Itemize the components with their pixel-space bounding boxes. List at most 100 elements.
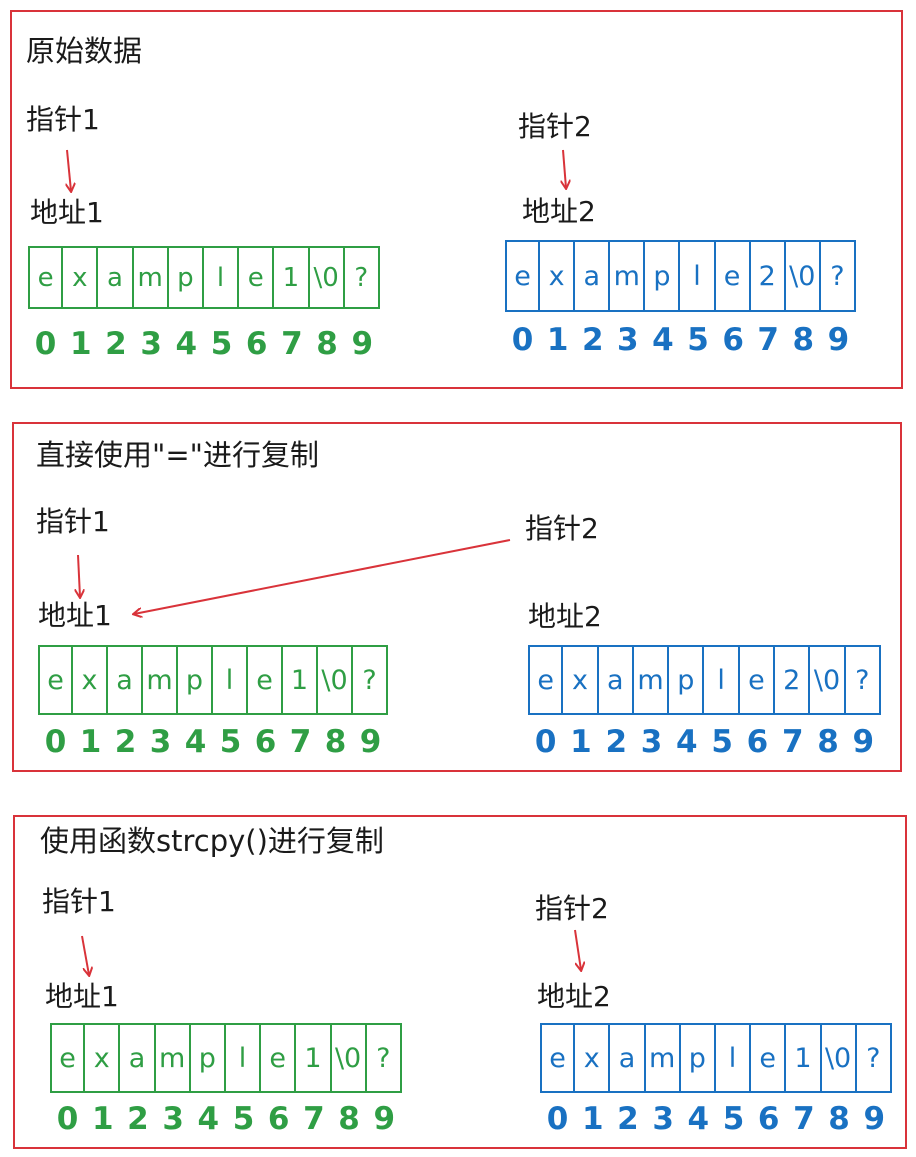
array-cell: \0	[810, 645, 846, 715]
panel-strcpy-copy	[13, 815, 907, 1149]
array-cell: e	[528, 645, 564, 715]
array-index: 2	[114, 724, 137, 760]
array-cell: l	[225, 1023, 262, 1093]
array-cell: m	[155, 1023, 191, 1093]
array-index: 4	[652, 322, 674, 358]
array-index: 6	[722, 322, 744, 358]
panel-3-pointer-1-label: 指针1	[42, 885, 116, 918]
array-index: 9	[351, 326, 374, 362]
array-index: 9	[852, 724, 875, 760]
array-index: 5	[232, 1101, 255, 1137]
array-index: 8	[324, 724, 347, 760]
array-index: 1	[581, 1101, 604, 1137]
array-cell: e	[239, 246, 275, 309]
array-index: 8	[817, 724, 839, 760]
array-cell: e	[505, 240, 541, 312]
array-cell: \0	[318, 645, 353, 715]
array-cell: ?	[344, 246, 380, 309]
array-index: 2	[127, 1101, 149, 1137]
array-index: 6	[245, 326, 268, 362]
array-index: 0	[511, 322, 534, 358]
array-cell: x	[575, 1023, 611, 1093]
panel-1-pointer-2-label: 指针2	[518, 110, 592, 143]
array-index: 0	[534, 724, 557, 760]
array-cell: x	[563, 645, 599, 715]
array-index: 5	[210, 326, 233, 362]
array-index: 3	[162, 1101, 184, 1137]
array-index: 1	[69, 326, 92, 362]
panel-3-title: 使用函数strcpy()进行复制	[40, 824, 384, 858]
array-index: 8	[828, 1101, 850, 1137]
array-cell: x	[63, 246, 99, 309]
array-cell: 1	[283, 645, 318, 715]
array-cell: 1	[274, 246, 310, 309]
array-index: 8	[338, 1101, 360, 1137]
array-cell: x	[73, 645, 108, 715]
array-cell: l	[203, 246, 240, 309]
panel-3-pointer-2-label: 指针2	[535, 892, 609, 925]
panel-1-address-2-label: 地址2	[522, 195, 596, 228]
array-index: 6	[746, 724, 769, 760]
array-cell: e	[50, 1023, 86, 1093]
array-cell: m	[645, 1023, 681, 1093]
array-cell: e	[715, 240, 751, 312]
array-cell: l	[213, 645, 248, 715]
panel-original	[10, 10, 903, 389]
array-index: 9	[863, 1101, 886, 1137]
array-index: 7	[757, 322, 779, 358]
panel-1-pointer-1-label: 指针1	[26, 103, 100, 136]
array-index: 0	[34, 326, 57, 362]
panel-1-title: 原始数据	[26, 34, 143, 68]
array-index: 5	[687, 322, 709, 358]
array-index: 5	[722, 1101, 745, 1137]
array-cell: ?	[856, 1023, 892, 1093]
array-index: 4	[175, 326, 198, 362]
array-cell: x	[540, 240, 576, 312]
array-index: 7	[793, 1101, 815, 1137]
array-cell: m	[610, 240, 646, 312]
array-cell: e	[261, 1023, 297, 1093]
array-cell: p	[190, 1023, 226, 1093]
panel-2-address-1-label: 地址1	[38, 599, 112, 632]
array-cell: p	[168, 246, 204, 309]
array-cell: a	[610, 1023, 646, 1093]
array-index: 7	[781, 724, 804, 760]
array-cell: ?	[845, 645, 881, 715]
array-index: 4	[676, 724, 698, 760]
array-index: 1	[91, 1101, 114, 1137]
array-cell: 1	[786, 1023, 822, 1093]
array-index: 2	[581, 322, 604, 358]
array-index: 3	[140, 326, 162, 362]
array-index: 2	[617, 1101, 639, 1137]
array-index: 3	[617, 322, 639, 358]
array-cell: \0	[785, 240, 821, 312]
array-cell: \0	[309, 246, 345, 309]
panel-assign-copy	[12, 422, 902, 772]
array-index: 3	[640, 724, 663, 760]
array-index: 8	[792, 322, 815, 358]
array-cell: ?	[366, 1023, 402, 1093]
array-cell: l	[715, 1023, 752, 1093]
array-index: 6	[757, 1101, 780, 1137]
array-cell: p	[178, 645, 213, 715]
array-cell: x	[85, 1023, 121, 1093]
array-cell: m	[633, 645, 670, 715]
array-index: 6	[267, 1101, 290, 1137]
array-cell: a	[108, 645, 143, 715]
array-cell: a	[98, 246, 134, 309]
array-index: 5	[711, 724, 733, 760]
array-index: 5	[219, 724, 242, 760]
array-cell: p	[645, 240, 681, 312]
array-cell: 1	[296, 1023, 332, 1093]
array-cell: l	[680, 240, 716, 312]
